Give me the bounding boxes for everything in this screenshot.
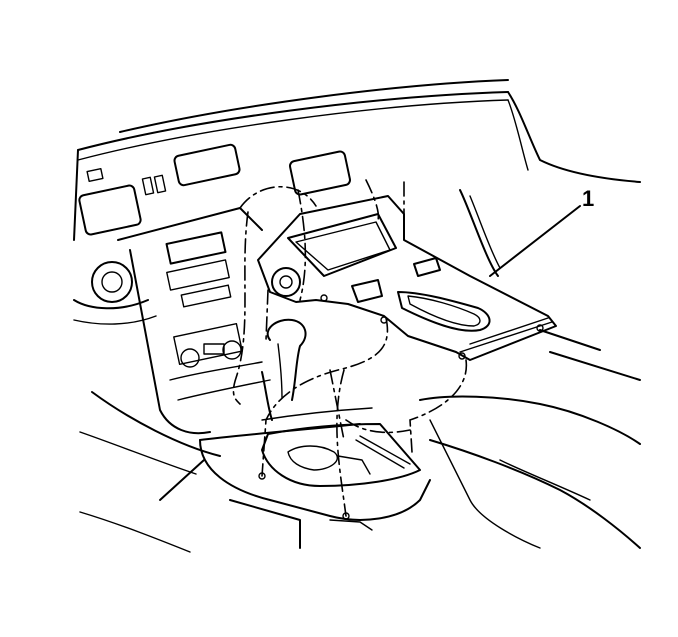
console-base [159,407,431,549]
callout-1: 1 [489,186,594,277]
dash-vents [78,143,351,236]
console-trim-plate [257,195,557,361]
install-paths [232,179,468,517]
ignition-area [73,261,157,325]
floor-seat [79,391,641,553]
shifter [261,318,307,421]
center-stack [117,207,271,435]
dashboard-top [73,79,641,241]
callout-label-1: 1 [582,186,594,211]
door-trim [459,189,641,381]
